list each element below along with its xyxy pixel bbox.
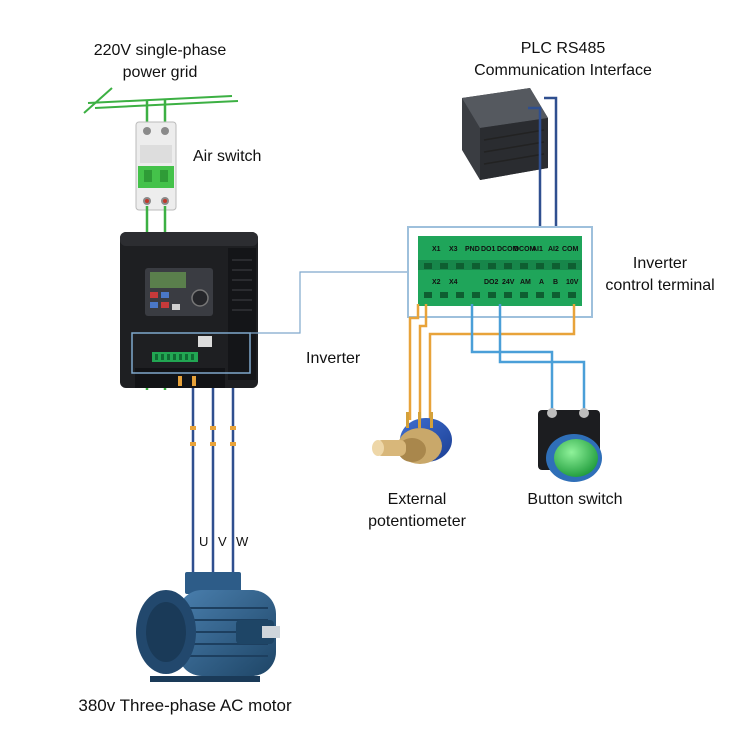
power-grid-label: 220V single-phase power grid (80, 40, 240, 84)
terminal-10v: 10V (566, 279, 579, 286)
plc-label-line2: Communication Interface (474, 62, 652, 79)
terminal-do1: DO1 (481, 246, 496, 253)
terminal-com: COM (562, 246, 579, 253)
terminal-do2: DO2 (484, 279, 499, 286)
terminal-dcom-1: DCOM (497, 246, 519, 253)
plc-label-line1: PLC RS485 (520, 40, 606, 57)
terminal-am: AM (520, 279, 531, 286)
terminal-24v: 24V (502, 279, 515, 286)
inverter-terminal-highlight (131, 332, 251, 374)
zoom-connector (250, 271, 408, 334)
inverter-unit (120, 232, 258, 388)
control-terminal-label-line1: Inverter (632, 255, 688, 272)
power-grid (83, 87, 239, 114)
terminal-a: A (539, 279, 544, 286)
terminal-x2: X2 (432, 279, 441, 286)
plc-label: PLC RS485 Communication Interface (448, 38, 678, 82)
terminal-b: B (553, 279, 558, 286)
potentiometer-label-line2: potentiometer (368, 513, 466, 530)
inverter-label: Inverter (306, 350, 361, 367)
motor-wires (190, 388, 236, 578)
phase-w-label: W (236, 534, 249, 549)
terminal-pnd: PND (465, 246, 480, 253)
terminal-ai1: AI1 (532, 246, 543, 253)
control-terminal-label-line2: control terminal (605, 277, 715, 294)
potentiometer-wires (408, 304, 576, 420)
potentiometer-label: External potentiometer (352, 489, 482, 533)
button-switch (538, 408, 602, 482)
terminal-x4: X4 (449, 279, 458, 286)
potentiometer-label-line1: External (387, 491, 447, 508)
air-switch (135, 121, 177, 211)
plc-device (462, 88, 548, 180)
terminal-ai2: AI2 (548, 246, 559, 253)
plc-wires (528, 96, 558, 262)
terminal-dcom-2: DCOM (514, 246, 536, 253)
ac-motor (136, 572, 280, 682)
button-switch-wires (470, 304, 586, 412)
phase-u-label: U (199, 534, 208, 549)
power-grid-label-line1: 220V single-phase (93, 42, 227, 59)
motor-label: 380v Three-phase AC motor (78, 696, 292, 715)
control-terminal-label: Inverter control terminal (592, 253, 728, 297)
phase-v-label: V (218, 534, 227, 549)
power-grid-label-line2: power grid (122, 64, 198, 81)
terminal-x3: X3 (449, 246, 458, 253)
button-switch-label: Button switch (527, 491, 623, 508)
air-switch-label: Air switch (193, 148, 262, 165)
control-terminal-block: X1 X3 PND DO1 DCOM DCOM AI1 AI2 COM X2 X… (407, 226, 593, 318)
external-potentiometer (372, 412, 452, 464)
terminal-x1: X1 (432, 246, 441, 253)
